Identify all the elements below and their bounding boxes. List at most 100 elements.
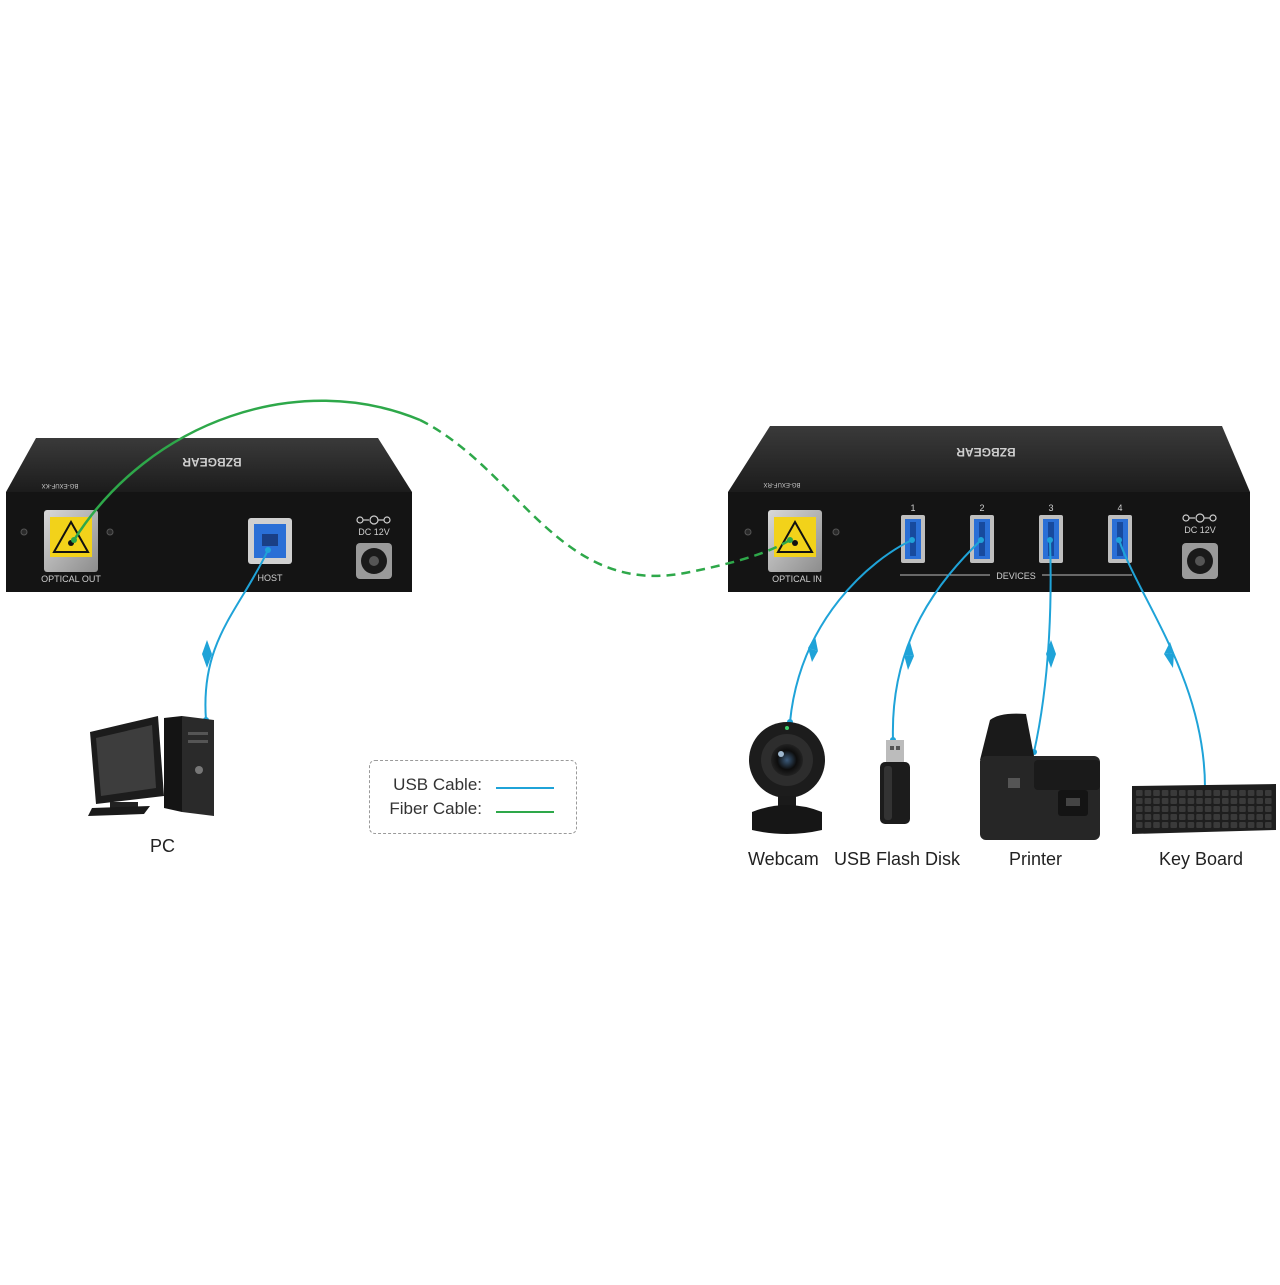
transmitter-power-label: DC 12V bbox=[358, 527, 390, 537]
keyboard-key bbox=[1161, 806, 1169, 812]
keyboard-key bbox=[1136, 814, 1143, 820]
receiver-power-label: DC 12V bbox=[1184, 525, 1216, 535]
dc-polarity-icon bbox=[356, 515, 391, 525]
keyboard-key bbox=[1213, 806, 1220, 812]
keyboard-key bbox=[1136, 798, 1143, 804]
dc-power-jack[interactable] bbox=[1182, 543, 1218, 579]
keyboard-key bbox=[1265, 814, 1272, 820]
keyboard-key bbox=[1144, 822, 1152, 828]
legend-fiber-row: Fiber Cable: bbox=[370, 799, 576, 821]
keyboard-key bbox=[1153, 814, 1160, 820]
keyboard-key bbox=[1239, 790, 1246, 796]
keyboard-key bbox=[1144, 790, 1152, 796]
usb-cable-printer bbox=[1033, 539, 1052, 753]
keyboard-key bbox=[1204, 798, 1212, 804]
keyboard-key bbox=[1230, 806, 1238, 812]
screw-icon bbox=[20, 528, 114, 536]
host-label: HOST bbox=[257, 573, 283, 583]
keyboard-key bbox=[1204, 806, 1212, 812]
keyboard-key bbox=[1153, 798, 1160, 804]
pc-label: PC bbox=[150, 836, 176, 856]
fiber-cable-dashed bbox=[419, 418, 791, 578]
usb-cable-flash-disk bbox=[891, 539, 982, 741]
keyboard-key bbox=[1239, 798, 1246, 804]
keyboard-key bbox=[1213, 798, 1220, 804]
keyboard-key bbox=[1170, 798, 1177, 804]
keyboard-key bbox=[1247, 806, 1255, 812]
optical-in-port[interactable] bbox=[768, 510, 822, 572]
keyboard-key bbox=[1161, 798, 1169, 804]
keyboard-key bbox=[1204, 790, 1212, 796]
keyboard-key bbox=[1213, 822, 1220, 828]
keyboard-key bbox=[1256, 798, 1263, 804]
receiver-top bbox=[728, 426, 1250, 492]
keyboard-key bbox=[1187, 798, 1195, 804]
transmitter-unit: BZBGEAR BG-EXUF-KX OPTICAL OUT HOST bbox=[6, 438, 412, 592]
keyboard-key bbox=[1196, 798, 1203, 804]
webcam-icon bbox=[749, 722, 825, 834]
keyboard-key bbox=[1222, 814, 1229, 820]
port-number-4: 4 bbox=[1117, 503, 1122, 513]
keyboard-key bbox=[1247, 790, 1255, 796]
keyboard-key bbox=[1256, 806, 1263, 812]
port-number-2: 2 bbox=[979, 503, 984, 513]
usb-cable-webcam bbox=[789, 539, 913, 723]
keyboard-key bbox=[1136, 806, 1143, 812]
keyboard-key bbox=[1187, 790, 1195, 796]
webcam-label: Webcam bbox=[748, 849, 819, 869]
host-usb-port[interactable] bbox=[248, 518, 292, 564]
usb-cable-arrows bbox=[202, 636, 1174, 670]
keyboard-key bbox=[1222, 806, 1229, 812]
port-number-3: 3 bbox=[1048, 503, 1053, 513]
laser-warning-icon bbox=[52, 519, 90, 553]
keyboard-key bbox=[1187, 806, 1195, 812]
keyboard-key bbox=[1222, 798, 1229, 804]
keyboard-key bbox=[1230, 790, 1238, 796]
keyboard-key bbox=[1196, 806, 1203, 812]
receiver-brand: BZBGEAR bbox=[956, 445, 1016, 459]
keyboard-key bbox=[1213, 790, 1220, 796]
keyboard-key bbox=[1179, 814, 1186, 820]
printer-label: Printer bbox=[1009, 849, 1063, 869]
transmitter-model: BG-EXUF-KX bbox=[42, 482, 79, 488]
receiver-unit: BZBGEAR BG-EXUF-RX OPTICAL IN 1 2 3 4 bbox=[728, 426, 1250, 592]
keyboard-key bbox=[1153, 790, 1160, 796]
keyboard-key bbox=[1179, 806, 1186, 812]
usb-flash-disk-label: USB Flash Disk bbox=[834, 849, 961, 869]
optical-in-label: OPTICAL IN bbox=[772, 574, 822, 584]
printer-icon bbox=[980, 713, 1100, 840]
devices-label: DEVICES bbox=[996, 571, 1036, 581]
dc-power-jack[interactable] bbox=[356, 543, 392, 579]
keyboard-key bbox=[1222, 790, 1229, 796]
keyboard-key bbox=[1239, 806, 1246, 812]
screw-icon bbox=[744, 528, 840, 536]
keyboard-key bbox=[1179, 790, 1186, 796]
keyboard-key bbox=[1170, 814, 1177, 820]
transmitter-brand: BZBGEAR bbox=[182, 455, 242, 469]
keyboard-key bbox=[1196, 822, 1203, 828]
legend-fiber-label: Fiber Cable: bbox=[389, 799, 482, 818]
keyboard-key bbox=[1265, 790, 1272, 796]
keyboard-key bbox=[1230, 814, 1238, 820]
keyboard-key bbox=[1222, 822, 1229, 828]
keyboard-key bbox=[1265, 806, 1272, 812]
keyboard-key bbox=[1239, 822, 1246, 828]
receiver-model: BG-EXUF-RX bbox=[763, 481, 800, 487]
keyboard-key bbox=[1230, 798, 1238, 804]
keyboard-key bbox=[1247, 822, 1255, 828]
keyboard-key bbox=[1161, 814, 1169, 820]
keyboard-key bbox=[1179, 822, 1186, 828]
legend-fiber-swatch bbox=[496, 811, 554, 813]
keyboard-key bbox=[1239, 814, 1246, 820]
keyboard-label: Key Board bbox=[1159, 849, 1244, 869]
keyboard-key bbox=[1247, 798, 1255, 804]
keyboard-key bbox=[1204, 814, 1212, 820]
keyboard-key bbox=[1144, 806, 1152, 812]
keyboard-key bbox=[1204, 822, 1212, 828]
keyboard-key bbox=[1247, 814, 1255, 820]
keyboard-key bbox=[1265, 798, 1272, 804]
keyboard-key bbox=[1179, 798, 1186, 804]
keyboard-key bbox=[1230, 822, 1238, 828]
